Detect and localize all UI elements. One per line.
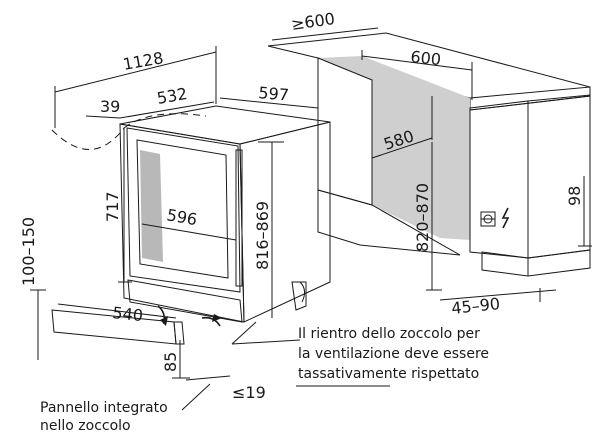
door-handle (235, 149, 243, 287)
countertop-edge (469, 86, 591, 111)
ventilation-grille (127, 279, 243, 323)
appliance-front (119, 123, 245, 323)
dim-socket-height: 98 (565, 186, 584, 206)
left-cabinet-side (317, 57, 373, 206)
dim-appliance-depth: 532 (155, 84, 188, 108)
wine-cooler (119, 105, 331, 323)
dimension-lines (30, 27, 592, 411)
power-socket-icon (480, 211, 496, 227)
dim-plinth-thickness: ≤19 (232, 383, 266, 402)
dim-appliance-height: 816–869 (253, 201, 272, 270)
dim-socket-offset: 45–90 (450, 294, 500, 318)
dim-niche-height: 820–870 (413, 183, 432, 252)
dim-niche-width: 600 (410, 47, 442, 69)
dim-door-height: 717 (103, 191, 122, 222)
dim-depth-recess: ≥600 (290, 9, 336, 34)
panel-note-line1: Pannello integrato (40, 400, 168, 416)
left-cabinet-base (317, 189, 461, 256)
lightning-icon (501, 207, 510, 229)
door-glass-reflection (140, 150, 163, 262)
dim-appliance-width: 597 (258, 83, 290, 105)
right-cabinet-plinth (481, 249, 591, 277)
dim-plinth-panel-height: 85 (161, 352, 180, 372)
door-frame (126, 127, 241, 293)
dim-plinth-panel-width: 540 (112, 303, 144, 325)
ventilation-note-line1: Il rientro dello zoccolo per (298, 326, 480, 342)
dim-plinth-height: 100–150 (19, 217, 38, 286)
right-cabinet-front (469, 100, 529, 259)
dim-door-width: 596 (165, 205, 198, 229)
door-swing-arc (51, 127, 125, 150)
ventilation-arrow-icon (201, 316, 221, 327)
ventilation-note-line2: la ventilazione deve essere (298, 346, 489, 362)
door-glass (136, 139, 229, 279)
dim-door-offset: 39 (100, 97, 120, 116)
dim-total-door-swing: 1128 (121, 48, 164, 74)
appliance-top (119, 105, 331, 145)
ventilation-note-line3: tassativamente rispettato (298, 366, 479, 382)
right-cabinet-side (527, 94, 591, 259)
panel-note-line2: nello zoccolo (40, 418, 131, 434)
